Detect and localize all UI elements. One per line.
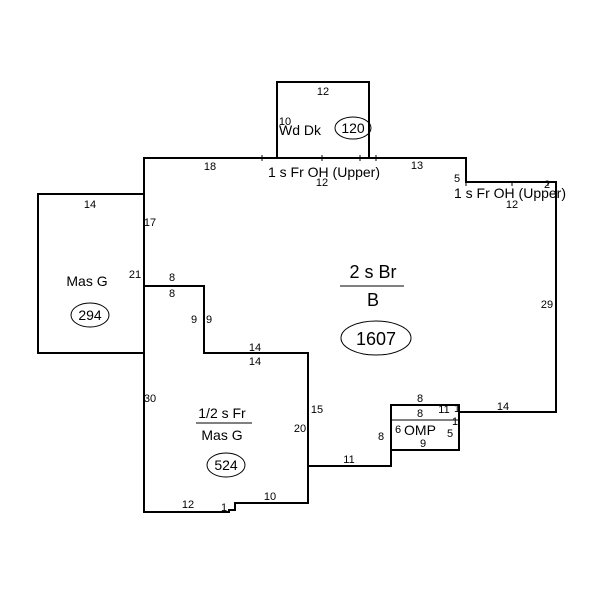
half-story-area-value: 524: [214, 457, 238, 473]
half-story-area-line1: 1/2 s Fr: [198, 405, 246, 421]
main-outline: [143, 157, 557, 513]
porch-label: OMP: [404, 422, 436, 438]
dim-label: 15: [311, 404, 323, 416]
overhang-right-ticks: [465, 182, 549, 186]
dim-label: 8: [417, 393, 423, 405]
main-area-line2: B: [367, 290, 379, 310]
dim-label: 9: [206, 314, 212, 326]
overhang-top-ticks: [261, 155, 377, 161]
deck-area-value: 120: [341, 120, 365, 136]
deck-area-line1: Wd Dk: [279, 122, 322, 138]
dim-label: 12: [506, 199, 518, 211]
dim-label: 8: [169, 272, 175, 284]
half-story-area-line2: Mas G: [201, 427, 242, 443]
dim-label: 10: [279, 116, 291, 128]
garage-area-oval: [70, 302, 110, 328]
dim-label: 14: [497, 401, 509, 413]
deck-outline: [276, 81, 370, 158]
main-area-oval: [340, 320, 412, 356]
dim-label: 8: [378, 431, 384, 443]
dim-label: 30: [144, 393, 156, 405]
dim-label: 12: [317, 86, 329, 98]
dim-label: 2: [544, 179, 550, 191]
dim-label: 12: [316, 177, 328, 189]
dim-label: 1: [452, 416, 458, 428]
dim-label: 12: [182, 499, 194, 511]
dim-label: 29: [541, 299, 553, 311]
garage-area-line1: Mas G: [66, 273, 107, 289]
dim-label: 5: [447, 428, 453, 440]
dim-label: 18: [204, 161, 216, 173]
dim-label: 9: [420, 438, 426, 450]
dim-label: 11: [438, 404, 449, 416]
dim-label: 17: [144, 217, 156, 229]
porch-outline: [390, 404, 460, 450]
dim-label: 14: [249, 356, 261, 368]
garage-outline: [37, 193, 144, 354]
dim-label: 20: [294, 423, 306, 435]
main-area-line1: 2 s Br: [349, 262, 396, 282]
dim-label: 11: [343, 454, 354, 466]
overhang-right-label: 1 s Fr OH (Upper): [454, 185, 566, 201]
dim-label: 21: [129, 269, 141, 281]
dim-label: 6: [395, 424, 401, 436]
dim-label: 1: [221, 502, 227, 514]
dim-label: 13: [411, 160, 423, 172]
dim-label: 1: [454, 403, 460, 415]
dim-label: 5: [454, 173, 460, 185]
half-story-area-oval: [206, 452, 246, 478]
dim-label: 14: [249, 342, 261, 354]
dim-label: 14: [84, 199, 96, 211]
main-area-value: 1607: [356, 329, 396, 349]
dim-label: 8: [169, 288, 175, 300]
interior-wall: [144, 285, 309, 466]
garage-area-value: 294: [78, 307, 102, 323]
deck-area-oval: [334, 116, 372, 140]
dim-label: 9: [191, 314, 197, 326]
overhang-top-label: 1 s Fr OH (Upper): [268, 164, 380, 180]
dim-label: 8: [417, 408, 423, 420]
dim-label: 10: [264, 491, 276, 503]
